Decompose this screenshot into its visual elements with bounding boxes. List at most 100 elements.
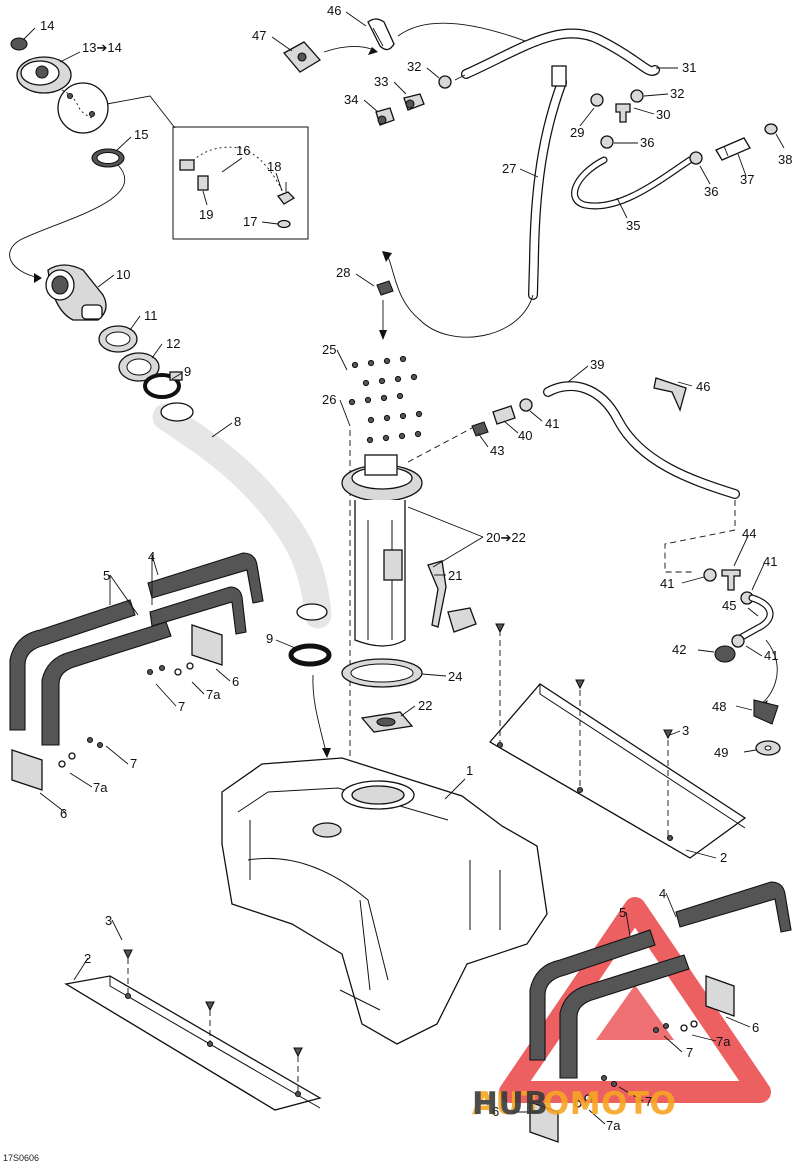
bracket-6-left-lower <box>11 749 43 791</box>
clamp-41d <box>731 634 745 648</box>
callout-24: 24 <box>448 669 462 684</box>
callout-25: 25 <box>322 342 336 357</box>
callout-40: 40 <box>518 428 532 443</box>
screw-10 <box>380 394 388 402</box>
screw-2 <box>383 357 391 365</box>
callout-31: 31 <box>682 60 696 75</box>
callout-7a-right-upper: 7a <box>716 1034 731 1049</box>
callout-43: 43 <box>490 443 504 458</box>
watermark-text-part-a: AUTOMOTO <box>472 1086 677 1122</box>
callout-41-d: 41 <box>764 648 778 663</box>
clamp-41-top <box>519 398 533 412</box>
screw-16 <box>366 436 374 444</box>
callout-4-left: 4 <box>148 549 155 564</box>
screw-4 <box>362 379 370 387</box>
fitting-33 <box>403 93 425 111</box>
supply-hose-39 <box>543 381 740 499</box>
plug-42 <box>714 645 736 663</box>
clamp-36b <box>689 151 703 165</box>
cap-38 <box>764 123 778 135</box>
screw-6 <box>394 375 402 383</box>
screw-18 <box>398 432 406 440</box>
fuel-cap-14 <box>10 37 28 51</box>
fitting-40 <box>492 405 516 425</box>
screw-9 <box>364 396 372 404</box>
callout-12: 12 <box>166 336 180 351</box>
fuel-tank-1 <box>221 757 548 1045</box>
rail-2-right <box>488 683 747 859</box>
callout-11: 11 <box>144 308 158 323</box>
callout-13-14: 13➔14 <box>82 40 122 55</box>
screw-15 <box>415 410 423 418</box>
screw-3 <box>399 355 407 363</box>
callout-41-c: 41 <box>763 554 777 569</box>
callout-5-right: 5 <box>619 905 626 920</box>
leader-lines <box>22 11 785 1125</box>
callout-7a-left-upper: 7a <box>206 687 221 702</box>
callout-28: 28 <box>336 265 350 280</box>
callout-27: 27 <box>502 161 516 176</box>
tie-46-right <box>653 377 687 412</box>
screw-12 <box>367 416 375 424</box>
callout-3-right: 3 <box>682 723 689 738</box>
callout-15: 15 <box>134 127 148 142</box>
fitting-28 <box>376 280 394 296</box>
vent-hose-35 <box>571 156 694 210</box>
bracket-6-right-upper <box>705 975 735 1017</box>
screw-5 <box>378 377 386 385</box>
ring-12 <box>118 352 160 382</box>
pump-seal-22 <box>360 711 414 733</box>
tie-46-top <box>367 18 395 51</box>
callout-38: 38 <box>778 152 792 167</box>
clamp-9-lower <box>288 643 332 667</box>
callout-45: 45 <box>722 598 736 613</box>
callout-20-22: 20➔22 <box>486 530 526 545</box>
gasket-15 <box>91 148 125 168</box>
callout-3-left: 3 <box>105 913 112 928</box>
callout-36-a: 36 <box>640 135 654 150</box>
hose-clamp-32a <box>438 75 452 89</box>
callout-10: 10 <box>116 267 130 282</box>
callout-42: 42 <box>672 642 686 657</box>
hose-clamp-32b <box>630 89 644 103</box>
callout-labels: 14 13➔14 15 16 18 19 17 10 11 12 9 8 46 … <box>40 3 792 1133</box>
callout-6-left-lower: 6 <box>60 806 67 821</box>
callout-7-right-lower: 7 <box>645 1094 652 1109</box>
seal-11 <box>98 325 138 353</box>
valve-37 <box>715 137 751 161</box>
clamp-41b <box>703 568 717 582</box>
screw-19 <box>414 430 422 438</box>
magnifier-circle <box>57 82 109 134</box>
callout-39: 39 <box>590 357 604 372</box>
vent-hose-31 <box>461 28 660 79</box>
screw-11 <box>396 392 404 400</box>
rail-2-left <box>64 975 322 1111</box>
fitting-34 <box>375 107 395 126</box>
clamp-9-top <box>143 371 183 399</box>
callout-8: 8 <box>234 414 241 429</box>
screw-13 <box>383 414 391 422</box>
callout-2-right: 2 <box>720 850 727 865</box>
fasteners-7-left <box>58 662 194 768</box>
callout-34: 34 <box>344 92 358 107</box>
clip-47 <box>282 41 322 73</box>
tee-44 <box>721 569 741 591</box>
callout-41-a: 41 <box>545 416 559 431</box>
strap-5-left <box>9 599 172 746</box>
callout-5-left: 5 <box>103 568 110 583</box>
sender-arm-21 <box>427 560 477 633</box>
callout-46-top: 46 <box>327 3 341 18</box>
pump-gasket-24 <box>341 658 423 688</box>
callout-36-b: 36 <box>704 184 718 199</box>
fasteners-7-right <box>574 1020 698 1108</box>
callout-7-left-upper: 7 <box>178 699 185 714</box>
callout-7-right-upper: 7 <box>686 1045 693 1060</box>
callout-19: 19 <box>199 207 213 222</box>
callout-7-left-lower: 7 <box>130 756 137 771</box>
callout-14: 14 <box>40 18 54 33</box>
watermark-text-part-b: HUB <box>472 1086 549 1122</box>
screw-17 <box>382 434 390 442</box>
vent-hose-27 <box>528 65 567 300</box>
callout-16: 16 <box>236 143 250 158</box>
